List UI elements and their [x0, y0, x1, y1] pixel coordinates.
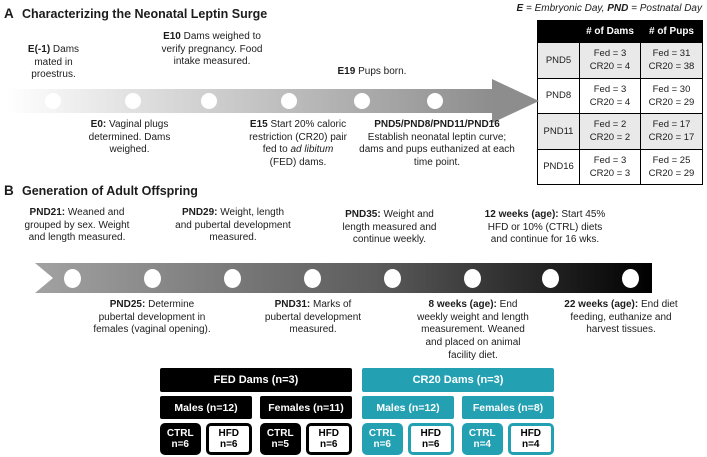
panel-a-label: A: [4, 6, 14, 21]
timeline-dot: [304, 269, 321, 288]
event-pnd21: PND21: Weaned and grouped by sex. Weight…: [24, 207, 130, 244]
row-label: PND5: [537, 42, 580, 79]
table-corner-cell: [537, 20, 580, 43]
timeline-dot: [622, 269, 639, 288]
note-pnd: PND: [607, 3, 629, 14]
timeline-dot: [427, 93, 443, 109]
table-header-dams: # of Dams: [579, 20, 641, 43]
timeline-dot: [125, 93, 141, 109]
timeline-dot: [64, 269, 81, 288]
event-e-minus-1: E(-1) Dams mated in proestrus.: [27, 44, 80, 81]
event-e10: E10 Dams weighed to verify pregnancy. Fo…: [161, 31, 263, 68]
fed-females-box: Females (n=11): [260, 396, 352, 419]
panel-b-title: Generation of Adult Offspring: [22, 184, 198, 198]
arrowhead-icon: [492, 79, 539, 123]
cr20-females-box: Females (n=8): [462, 396, 554, 419]
note-e-text: = Embryonic Day,: [523, 3, 608, 14]
event-e0: E0: Vaginal plugs determined. Dams weigh…: [88, 119, 171, 156]
row-label: PND11: [537, 113, 580, 150]
event-pnd29: PND29: Weight, length and pubertal devel…: [175, 207, 291, 244]
note-e: E: [516, 3, 524, 14]
timeline-dot: [542, 269, 559, 288]
timeline-dot: [45, 93, 61, 109]
event-e19: E19 Pups born.: [337, 66, 407, 77]
table-header-row: # of Dams # of Pups: [537, 20, 703, 43]
abbreviation-note: E = Embryonic Day, PND = Postnatal Day: [517, 3, 702, 14]
panel-a-title: Characterizing the Neonatal Leptin Surge: [22, 7, 268, 21]
event-22-weeks: 22 weeks (age): End diet feeding, euthan…: [564, 299, 678, 336]
fed-dams-box: FED Dams (n=3): [160, 368, 352, 392]
timeline-dot: [224, 269, 241, 288]
panel-b-label: B: [4, 183, 14, 198]
event-12-weeks: 12 weeks (age): Start 45% HFD or 10% (CT…: [484, 209, 606, 246]
event-pnd5-16: PND5/PND8/PND11/PND16 Establish neonatal…: [359, 119, 515, 169]
timeline-dot: [201, 93, 217, 109]
timeline-dot: [384, 269, 401, 288]
fed-males-box: Males (n=12): [160, 396, 252, 419]
event-8-weeks: 8 weeks (age): End weekly weight and len…: [417, 299, 529, 361]
timeline-dot: [354, 93, 370, 109]
note-pnd-text: = Postnatal Day: [628, 3, 702, 14]
event-e15: E15 Start 20% caloric restriction (CR20)…: [249, 119, 347, 169]
event-pnd35: PND35: Weight and length measured and co…: [342, 209, 437, 246]
row-label: PND8: [537, 77, 580, 115]
timeline-a-arrow-body: [6, 89, 493, 113]
timeline-dot: [281, 93, 297, 109]
event-pnd31: PND31: Marks of pubertal development mea…: [264, 299, 362, 336]
event-pnd25: PND25: Determine pubertal development in…: [93, 299, 211, 336]
cr20-dams-box: CR20 Dams (n=3): [362, 368, 554, 392]
timeline-dot: [144, 269, 161, 288]
timeline-dot: [464, 269, 481, 288]
row-label: PND16: [537, 148, 580, 186]
timeline-b-bar: [35, 263, 652, 293]
table-header-pups: # of Pups: [640, 20, 703, 43]
cr20-males-box: Males (n=12): [362, 396, 454, 419]
